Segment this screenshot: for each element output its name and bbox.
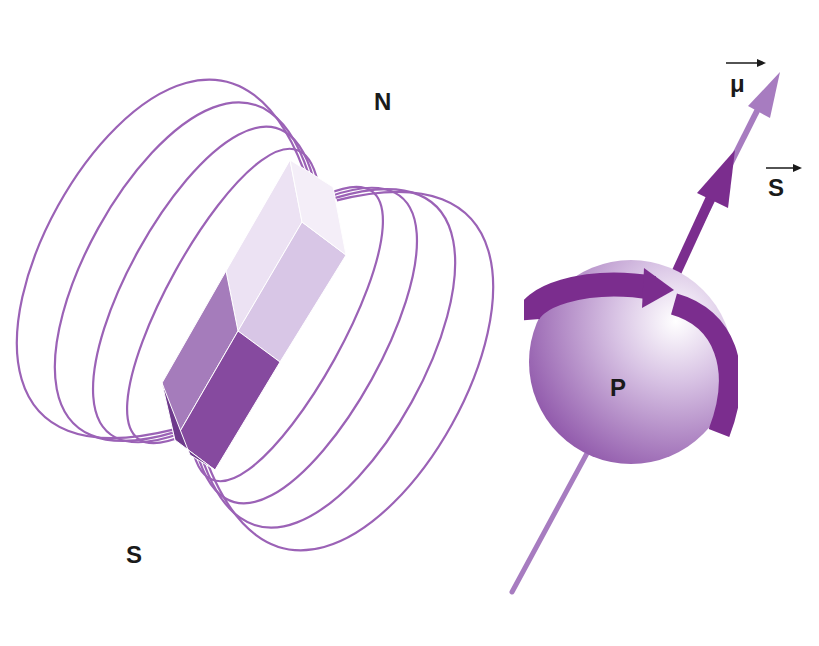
text-label: μ bbox=[730, 72, 745, 96]
text-label: N bbox=[374, 90, 391, 114]
text-label: S bbox=[126, 543, 142, 567]
particle-label: P bbox=[610, 376, 626, 400]
vector-arrows bbox=[726, 59, 802, 172]
sphere-shape bbox=[524, 258, 738, 468]
spin-axis bbox=[512, 72, 780, 592]
bar-magnet bbox=[162, 160, 346, 470]
text-label: S bbox=[768, 176, 784, 200]
proton-sphere: P bbox=[524, 258, 738, 468]
field-lines bbox=[0, 37, 545, 593]
